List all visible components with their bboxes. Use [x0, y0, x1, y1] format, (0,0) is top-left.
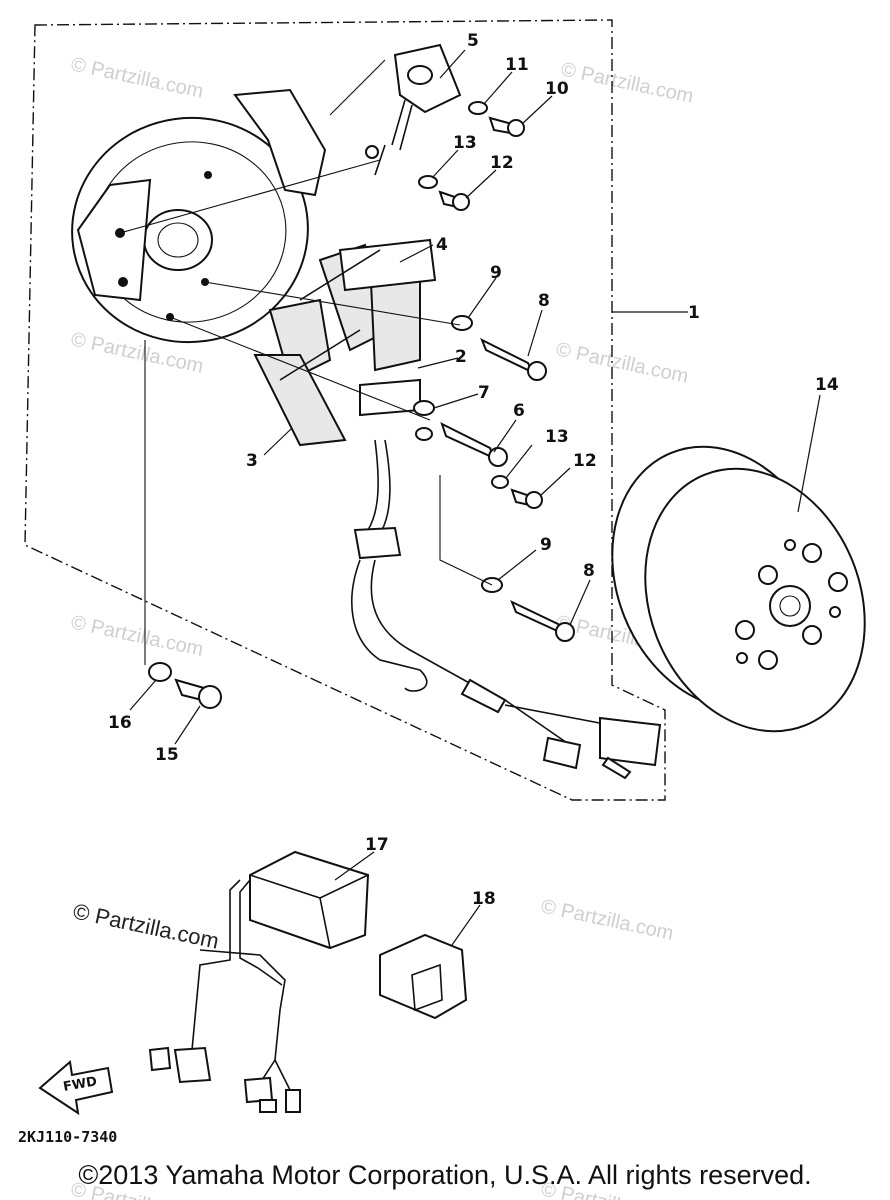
- flywheel-rotor-part-14: [611, 445, 866, 733]
- callout-8-upper: 8: [538, 291, 550, 311]
- watermark-text: © Partzilla.com: [559, 58, 695, 108]
- callout-labels: 1 2 3 4 5 6 7 8 8 9 9 10 11 12 12 13 13 …: [108, 31, 839, 909]
- callout-14: 14: [815, 375, 839, 395]
- callout-7: 7: [478, 383, 490, 403]
- callout-3: 3: [246, 451, 258, 471]
- callout-9-upper: 9: [490, 263, 502, 283]
- fasteners-middle: [413, 315, 575, 642]
- watermark-text: © Partzilla.com: [69, 611, 205, 661]
- callout-4: 4: [436, 235, 448, 255]
- forward-direction-arrow: FWD: [38, 1060, 114, 1116]
- fasteners-bottom-left: [148, 662, 222, 709]
- callout-8-lower: 8: [583, 561, 595, 581]
- watermark-text: © Partzilla.com: [539, 895, 675, 945]
- callout-18: 18: [472, 889, 496, 909]
- cdi-unit-part-17: [148, 850, 370, 1113]
- callout-2: 2: [455, 347, 467, 367]
- fwd-label: FWD: [62, 1074, 98, 1095]
- callout-1: 1: [688, 303, 700, 323]
- watermark-text: © Partzilla.com: [554, 338, 690, 388]
- stator-wire-harness: [351, 439, 662, 780]
- watermark-text: © Partzilla.com: [69, 53, 205, 103]
- stator-coils: [253, 238, 437, 447]
- watermark-prominent: © Partzilla.com: [71, 898, 221, 953]
- pickup-coil-part-5: [365, 43, 462, 176]
- bracket-part-18: [379, 933, 468, 1020]
- callout-13-lower: 13: [545, 427, 569, 447]
- callout-15: 15: [155, 745, 179, 765]
- copyright-notice: ©2013 Yamaha Motor Corporation, U.S.A. A…: [78, 1160, 812, 1190]
- figure-code: 2KJ110-7340: [18, 1128, 117, 1146]
- callout-12-lower: 12: [573, 451, 597, 471]
- assembly-boundary: [24, 19, 666, 801]
- leader-lines: [119, 49, 821, 946]
- callout-6: 6: [513, 401, 525, 421]
- callout-11: 11: [505, 55, 529, 75]
- stator-base-plate: [71, 88, 327, 344]
- callout-13-upper: 13: [453, 133, 477, 153]
- callout-16: 16: [108, 713, 132, 733]
- fasteners-top: [418, 101, 525, 211]
- callout-17: 17: [365, 835, 389, 855]
- callout-10: 10: [545, 79, 569, 99]
- callout-9-lower: 9: [540, 535, 552, 555]
- callout-5: 5: [467, 31, 479, 51]
- callout-12-upper: 12: [490, 153, 514, 173]
